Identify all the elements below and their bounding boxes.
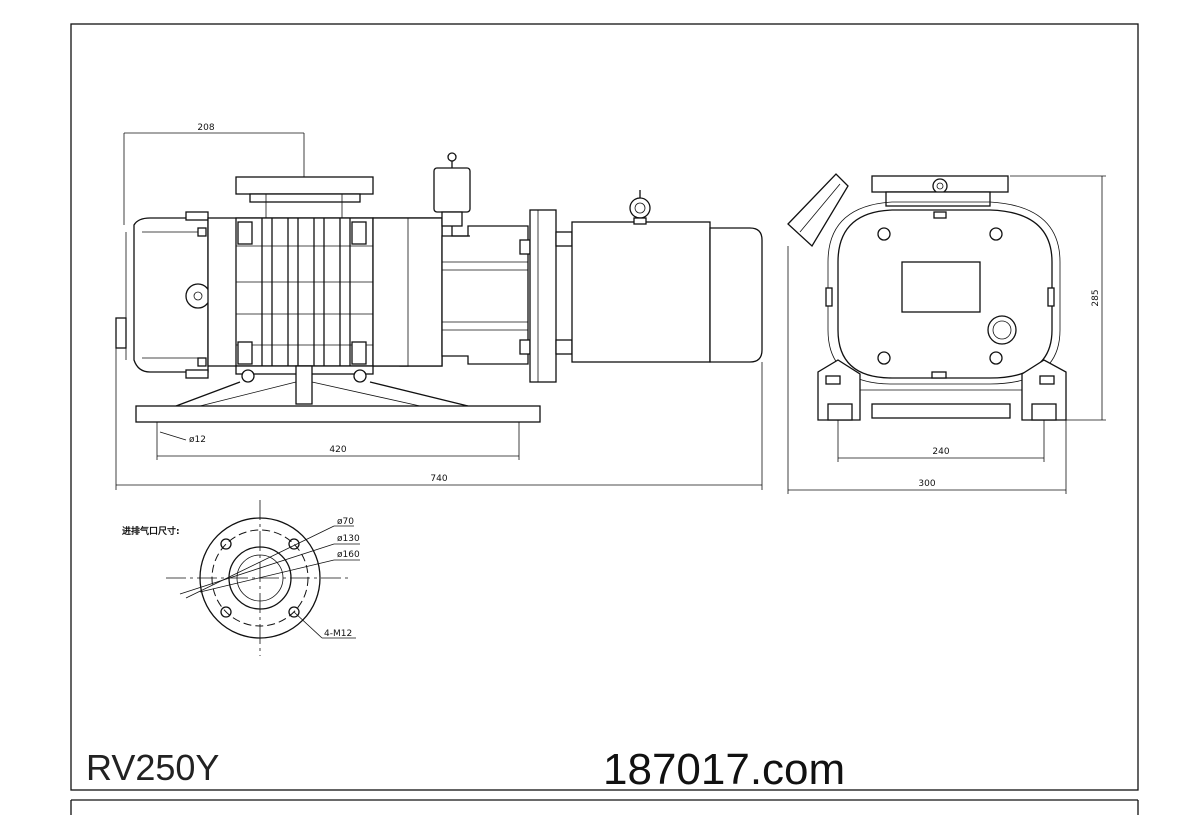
drawing-frame [70,23,1139,791]
dim-end-total-width: 300 [918,479,935,489]
flange-outer-dia: ø160 [337,550,360,560]
dim-hole-dia: ø12 [189,435,206,445]
end-view: 285 240 300 [787,173,1106,494]
side-view: 208 [115,123,763,490]
dim-top-width: 208 [197,123,214,133]
dim-base-length: 420 [329,445,346,455]
flange-bolts: 4-M12 [324,629,352,639]
flange-title: 进排气口尺寸: [122,525,180,537]
website-label: 187017.com [603,745,845,794]
dim-end-base-width: 240 [932,447,949,457]
dim-height: 285 [1091,289,1101,306]
flange-inner-dia: ø70 [337,517,354,527]
model-label: RV250Y [86,747,219,788]
flange-bolt-circle: ø130 [337,534,360,544]
dim-total-length: 740 [430,474,447,484]
flange-detail: 进排气口尺寸: ø70 ø130 ø160 4-M12 [122,500,360,656]
